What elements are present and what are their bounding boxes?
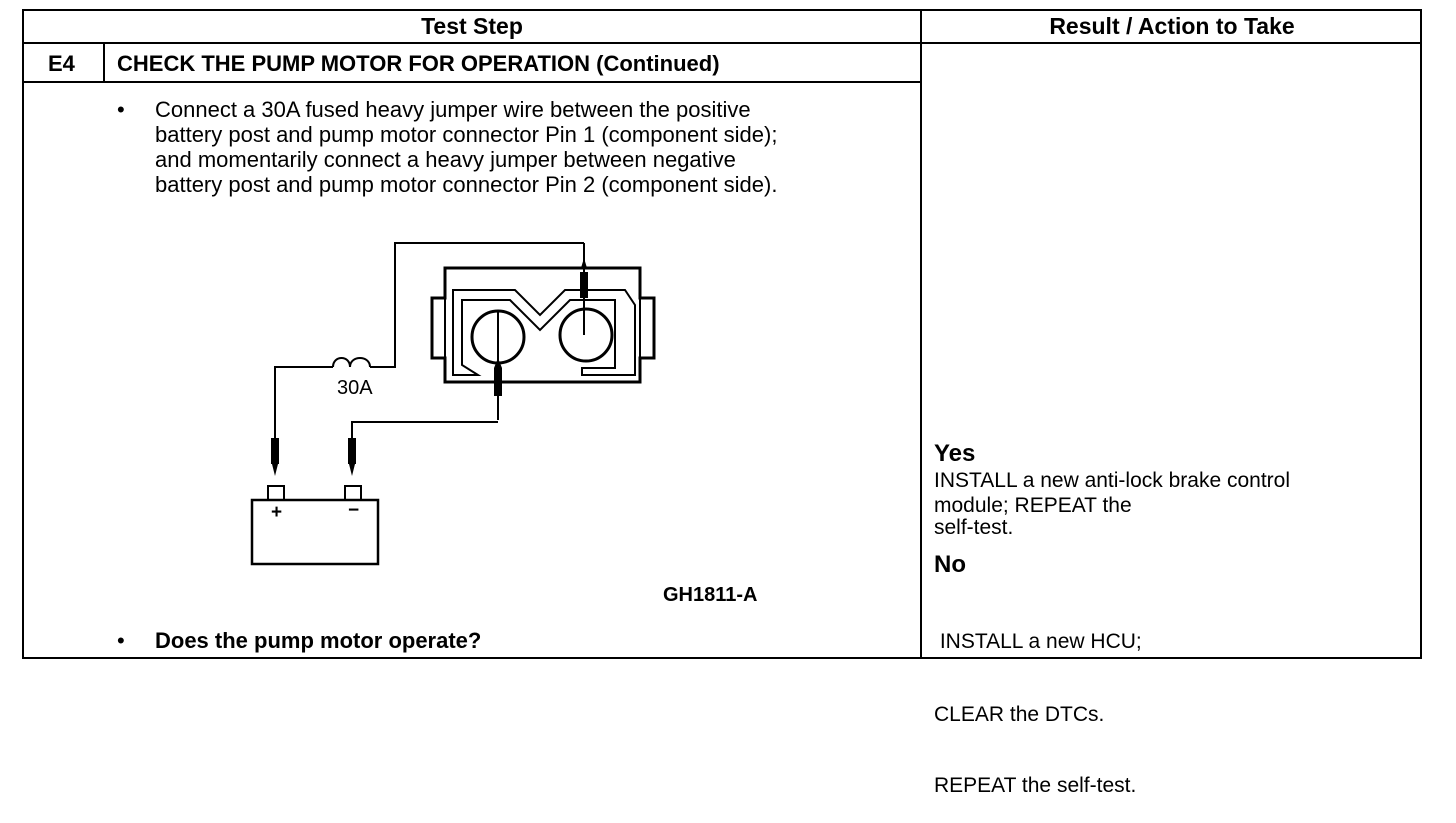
yes-action: INSTALL a new anti-lock brake control mo… xyxy=(934,468,1290,540)
procedure-table xyxy=(22,9,1422,659)
bullet-question: • xyxy=(117,628,125,653)
step-id: E4 xyxy=(48,51,75,76)
battery-minus-label: − xyxy=(348,500,360,521)
clip-lead xyxy=(580,272,588,298)
battery xyxy=(250,498,380,566)
header-test-step: Test Step xyxy=(421,13,523,39)
clip-lead xyxy=(494,368,502,396)
fuse-symbol xyxy=(332,357,371,368)
yes-action-line: INSTALL a new anti-lock brake control xyxy=(934,469,1290,492)
fuse-label: 30A xyxy=(337,377,373,399)
connector-body xyxy=(430,266,656,384)
column-divider xyxy=(920,9,922,659)
step-row-divider xyxy=(22,81,922,83)
positive-jumper-wire xyxy=(274,366,333,470)
yes-action-line: module; REPEAT the xyxy=(934,494,1132,517)
header-result-action: Result / Action to Take xyxy=(1049,13,1295,39)
wiring-diagram xyxy=(250,242,656,566)
battery-positive-post xyxy=(267,485,285,501)
no-action-line: CLEAR the DTCs. xyxy=(934,703,1105,726)
header-divider xyxy=(22,42,1422,44)
instruction-line: Connect a 30A fused heavy jumper wire be… xyxy=(155,97,751,122)
instruction-line: battery post and pump motor connector Pi… xyxy=(155,122,778,147)
instruction-line: battery post and pump motor connector Pi… xyxy=(155,172,778,197)
instruction-text: Connect a 30A fused heavy jumper wire be… xyxy=(155,97,777,197)
instruction-line: and momentarily connect a heavy jumper b… xyxy=(155,147,736,172)
step-id-divider xyxy=(103,42,105,83)
no-action-line: INSTALL a new HCU; xyxy=(934,630,1142,653)
battery-plus-label: + xyxy=(271,502,283,523)
battery-negative-post xyxy=(344,485,362,501)
question-text: Does the pump motor operate? xyxy=(155,628,482,653)
bullet-instruction: • xyxy=(117,97,125,122)
yes-action-line: self-test. xyxy=(934,516,1014,539)
clip-lead xyxy=(348,438,356,464)
step-title: CHECK THE PUMP MOTOR FOR OPERATION (Cont… xyxy=(117,51,720,76)
clip-lead xyxy=(271,438,279,464)
figure-id: GH1811-A xyxy=(663,584,758,606)
connector-pin-2 xyxy=(558,307,614,363)
no-heading: No xyxy=(934,551,966,578)
yes-heading: Yes xyxy=(934,440,976,467)
no-action: INSTALL a new HCU; CLEAR the DTCs. REPEA… xyxy=(934,579,1142,823)
negative-jumper-wire xyxy=(351,421,498,470)
no-action-line: REPEAT the self-test. xyxy=(934,774,1137,797)
